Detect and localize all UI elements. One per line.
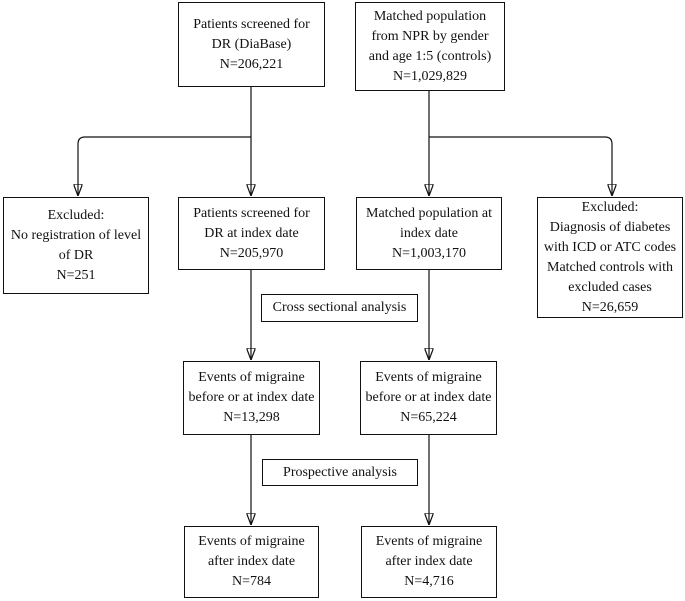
box-patients-screened-diabase: Patients screened for DR (DiaBase) N=206… (178, 2, 325, 87)
arrow-npr-to-excluded (429, 136, 612, 196)
box-migraine-before-index-controls: Events of migraine before or at index da… (360, 361, 497, 435)
label-cross-sectional-analysis: Cross sectional analysis (261, 294, 418, 322)
box-matched-population-npr: Matched population from NPR by gender an… (355, 2, 505, 91)
arrow-diabase-to-excluded (78, 136, 251, 196)
box-migraine-before-index-cases: Events of migraine before or at index da… (183, 361, 320, 435)
box-excluded-no-registration: Excluded: No registration of level of DR… (3, 197, 149, 294)
box-patients-screened-index-date: Patients screened for DR at index date N… (178, 197, 325, 270)
box-excluded-diabetes-diagnosis: Excluded: Diagnosis of diabetes with ICD… (537, 197, 683, 318)
box-matched-population-index-date: Matched population at index date N=1,003… (356, 197, 502, 270)
label-prospective-analysis: Prospective analysis (262, 459, 418, 486)
box-migraine-after-index-cases: Events of migraine after index date N=78… (184, 526, 319, 598)
box-migraine-after-index-controls: Events of migraine after index date N=4,… (361, 526, 497, 598)
